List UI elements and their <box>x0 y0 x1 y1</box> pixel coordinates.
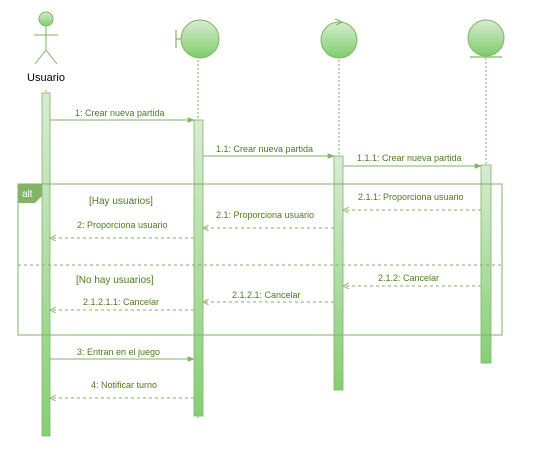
guard-hay-usuarios: [Hay usuarios] <box>89 196 153 207</box>
guard-no-hay-usuarios: [No hay usuarios] <box>76 275 154 286</box>
message-label: 2.1: Proporciona usuario <box>216 210 314 220</box>
alt-operator-tab <box>18 184 42 203</box>
message-3[interactable]: 3: Entran en el juego <box>50 347 195 362</box>
message-label: 1.1.1: Crear nueva partida <box>357 153 462 163</box>
activation-bars <box>41 92 492 437</box>
alt-operator-label: alt <box>22 189 33 200</box>
message-1[interactable]: 1: Crear nueva partida <box>50 108 195 123</box>
alt-fragment[interactable]: alt [Hay usuarios] [No hay usuarios] <box>17 183 503 336</box>
message-2-1-2-1-1[interactable]: 2.1.2.1.1: Cancelar <box>50 297 194 310</box>
message-label: 3: Entran en el juego <box>77 347 160 357</box>
message-label: 2.1.1: Proporciona usuario <box>358 192 464 202</box>
participant-boundary[interactable] <box>175 19 220 59</box>
message-2-1-2-1[interactable]: 2.1.2.1: Cancelar <box>203 290 334 302</box>
messages: 1: Crear nueva partida 1.1: Crear nueva … <box>50 108 482 398</box>
message-4[interactable]: 4: Notificar turno <box>50 380 194 398</box>
boundary-icon <box>175 19 220 59</box>
message-label: 2: Proporciona usuario <box>77 220 168 230</box>
message-1-1-1[interactable]: 1.1.1: Crear nueva partida <box>343 153 482 169</box>
activation-boundary <box>193 119 204 417</box>
message-2-1[interactable]: 2.1: Proporciona usuario <box>203 210 334 228</box>
message-2-1-1[interactable]: 2.1.1: Proporciona usuario <box>343 192 481 210</box>
message-label: 2.1.2: Cancelar <box>378 273 439 283</box>
actor-label: Usuario <box>27 72 65 84</box>
alt-frame <box>17 183 503 336</box>
entity-icon <box>467 19 505 58</box>
message-label: 1.1: Crear nueva partida <box>216 144 313 154</box>
message-2[interactable]: 2: Proporciona usuario <box>50 220 194 238</box>
participant-control[interactable] <box>320 18 358 59</box>
message-label: 4: Notificar turno <box>91 380 157 390</box>
message-label: 2.1.2.1: Cancelar <box>232 290 301 300</box>
activation-control <box>333 155 344 391</box>
activation-entity <box>480 164 492 364</box>
message-1-1[interactable]: 1.1: Crear nueva partida <box>203 144 335 159</box>
control-icon <box>320 18 358 59</box>
message-2-1-2[interactable]: 2.1.2: Cancelar <box>343 273 481 286</box>
actor-icon <box>34 11 58 65</box>
message-label: 2.1.2.1.1: Cancelar <box>83 297 159 307</box>
participant-actor-usuario[interactable]: Usuario <box>27 11 65 84</box>
message-label: 1: Crear nueva partida <box>75 108 165 118</box>
participant-entity[interactable] <box>467 19 505 58</box>
